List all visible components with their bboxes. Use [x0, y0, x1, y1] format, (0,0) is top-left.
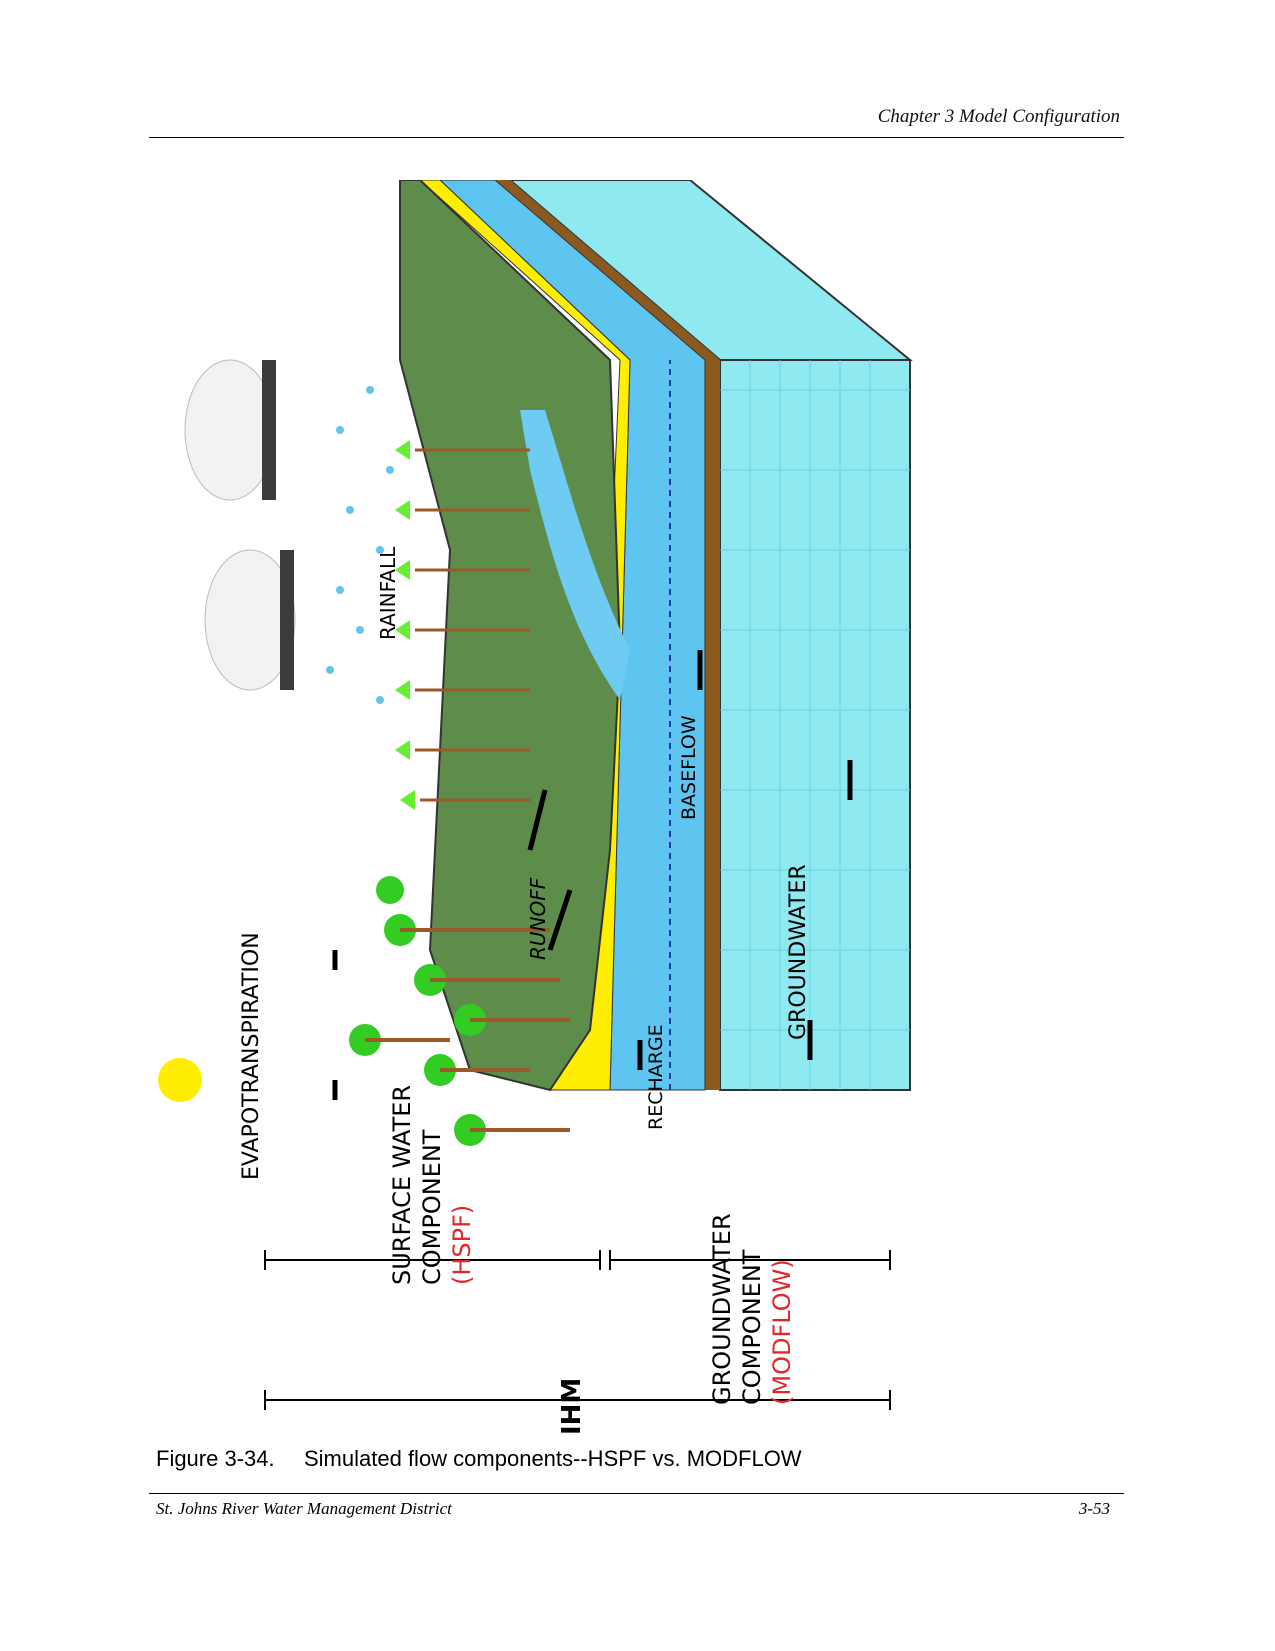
- page-number: 3-53: [1079, 1499, 1110, 1519]
- ihm-label: IHM: [557, 1378, 587, 1435]
- surface-component-line2: COMPONENT: [418, 1129, 446, 1285]
- footer-rule: [149, 1493, 1124, 1494]
- figure-number: Figure 3-34.: [156, 1446, 304, 1472]
- footer-organization: St. Johns River Water Management Distric…: [156, 1499, 452, 1519]
- label-groundwater: GROUNDWATER: [786, 864, 811, 1040]
- cloud-icons: [185, 360, 295, 690]
- label-baseflow: BASEFLOW: [678, 715, 700, 820]
- flow-components-figure: EVAPOTRANSPIRATION RAINFALL RUNOFF BASEF…: [150, 180, 950, 1450]
- label-recharge: RECHARGE: [645, 1024, 667, 1130]
- gw-component-line2: COMPONENT: [738, 1249, 766, 1405]
- gw-component-line1: GROUNDWATER: [708, 1213, 736, 1405]
- surface-component-line1: SURFACE WATER: [388, 1085, 416, 1285]
- figure-caption: Figure 3-34.Simulated flow components--H…: [156, 1446, 802, 1472]
- rain-drops: [326, 386, 394, 704]
- gw-component-line3: (MODFLOW): [768, 1259, 796, 1405]
- header-rule: [149, 137, 1124, 138]
- label-evapotranspiration: EVAPOTRANSPIRATION: [239, 932, 264, 1180]
- diagram-svg: EVAPOTRANSPIRATION RAINFALL RUNOFF BASEF…: [150, 180, 950, 1450]
- chapter-header: Chapter 3 Model Configuration: [878, 106, 1120, 128]
- surface-component-line3: (HSPF): [448, 1205, 476, 1285]
- label-rainfall: RAINFALL: [376, 546, 400, 640]
- label-runoff: RUNOFF: [526, 877, 550, 960]
- sun-icon: [158, 1058, 202, 1102]
- figure-title: Simulated flow components--HSPF vs. MODF…: [304, 1446, 802, 1471]
